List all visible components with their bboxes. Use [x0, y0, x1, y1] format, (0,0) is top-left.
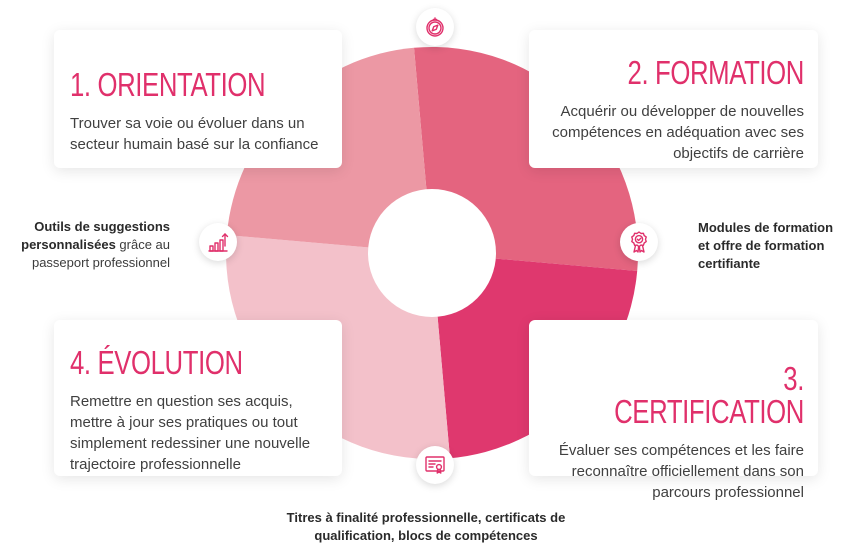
step-card-certification: 3. CERTIFICATION Évaluer ses compétences… [529, 320, 818, 501]
desc-line: Évaluer ses compétences et les faire [558, 442, 804, 459]
step-title: 2. FORMATION [627, 54, 805, 91]
desc-line: objectifs de carrière [673, 145, 804, 162]
note-bold: personnalisées [21, 237, 116, 252]
desc-line: Trouver sa voie ou évoluer dans un [70, 115, 305, 132]
step-description: Évaluer ses compétences et les faire rec… [529, 440, 804, 503]
certificate-badge [416, 446, 454, 484]
note-suggestion-tools: Outils de suggestions personnalisées grâ… [0, 218, 170, 272]
desc-line: mettre à jour ses pratiques ou tout [70, 414, 298, 431]
desc-line: parcours professionnel [652, 484, 804, 501]
compass-badge [416, 8, 454, 46]
desc-line: Acquérir ou développer de nouvelles [560, 103, 805, 120]
growth-chart-badge [199, 223, 237, 261]
step-description: Acquérir ou développer de nouvelles comp… [529, 101, 804, 164]
step-card-formation: 2. FORMATION Acquérir ou développer de n… [529, 30, 818, 168]
certified-badge [620, 223, 658, 261]
certified-badge-icon [631, 231, 647, 253]
certificate-icon [425, 456, 445, 474]
note-training-modules: Modules de formation et offre de formati… [698, 219, 852, 273]
step-title: 1. ORIENTATION [70, 66, 266, 103]
step-title: 3. CERTIFICATION [614, 360, 804, 430]
note-line: passeport professionnel [31, 255, 170, 270]
desc-line: trajectoire professionnelle [70, 456, 241, 473]
note-line: et offre de formation [698, 238, 825, 253]
note-line: qualification, blocs de compétences [314, 528, 538, 543]
note-line: Outils de suggestions [34, 219, 170, 234]
note-certifications: Titres à finalité professionnelle, certi… [230, 509, 622, 545]
step-description: Remettre en question ses acquis, mettre … [70, 391, 342, 475]
step-title: 4. ÉVOLUTION [70, 344, 243, 381]
desc-line: compétences en adéquation avec ses [552, 124, 804, 141]
step-description: Trouver sa voie ou évoluer dans un secte… [70, 113, 342, 155]
compass-icon [426, 17, 444, 37]
step-card-evolution: 4. ÉVOLUTION Remettre en question ses ac… [54, 320, 342, 476]
growth-chart-icon [208, 233, 229, 252]
step-card-orientation: 1. ORIENTATION Trouver sa voie ou évolue… [54, 30, 342, 168]
desc-line: Remettre en question ses acquis, [70, 393, 293, 410]
desc-line: secteur humain basé sur la confiance [70, 136, 319, 153]
desc-line: simplement redessiner une nouvelle [70, 435, 311, 452]
note-line: certifiante [698, 256, 761, 271]
center-hole [368, 189, 496, 317]
note-line: Modules de formation [698, 220, 834, 235]
desc-line: reconnaître officiellement dans son [571, 463, 804, 480]
note-line: Titres à finalité professionnelle, certi… [286, 510, 566, 525]
note-text: grâce au [115, 237, 170, 252]
